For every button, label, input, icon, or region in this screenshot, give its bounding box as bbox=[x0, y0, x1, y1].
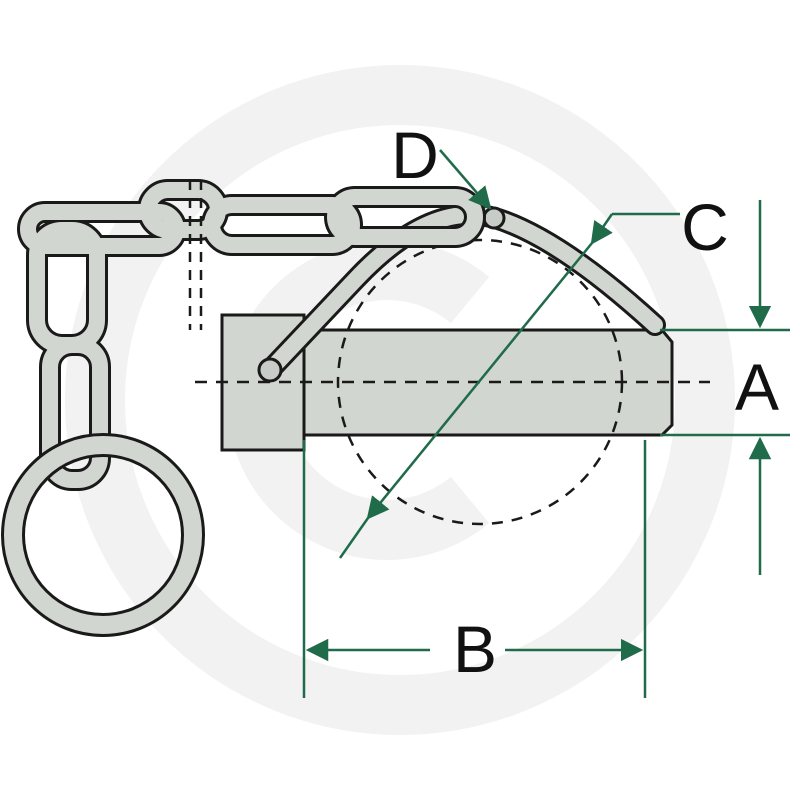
chain-break-marks bbox=[188, 180, 203, 330]
label-a: A bbox=[735, 350, 779, 424]
dimension-c bbox=[338, 212, 680, 559]
ring-swing-circle bbox=[336, 238, 624, 526]
pivot-point bbox=[257, 357, 283, 383]
dimension-b bbox=[302, 440, 647, 698]
label-b: B bbox=[453, 612, 497, 686]
bow-end bbox=[482, 206, 506, 230]
label-c: C bbox=[681, 190, 729, 264]
label-d: D bbox=[391, 118, 439, 192]
chain bbox=[17, 179, 486, 491]
dimension-a bbox=[660, 200, 790, 575]
pull-ring bbox=[1, 433, 205, 637]
dimension-d bbox=[439, 149, 492, 210]
